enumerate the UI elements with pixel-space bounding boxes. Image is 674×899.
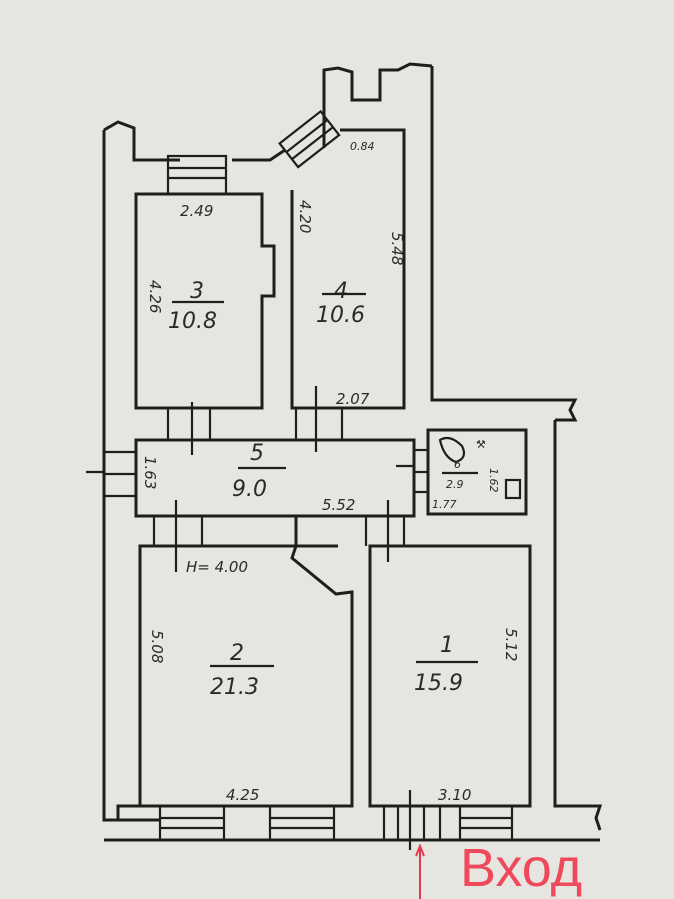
room-5-number: 5 [250,441,264,466]
room-1-width: 3.10 [438,786,471,804]
toilet-icon [438,436,466,464]
window-room-1 [458,804,514,842]
room-1-length: 5.12 [502,628,520,661]
room-4-area: 10.6 [316,303,365,328]
room-1-number: 1 [440,633,454,658]
room-3: 2.49 4.26 3 10.8 [134,192,276,410]
room-6-width: 1.77 [432,498,457,511]
room-2-number: 2 [230,641,244,666]
room-3-area: 10.8 [168,309,217,334]
room-6-length: 1.62 [487,468,500,493]
window-room-4 [278,109,341,169]
room-4-number: 4 [334,279,348,304]
room-2: H= 4.00 5.08 2 21.3 4.25 [138,544,354,808]
ceiling-height: H= 4.00 [186,558,248,576]
room-4-width: 2.07 [336,390,370,408]
room-4: 0.84 4.20 5.48 4 10.6 2.07 [290,128,406,410]
tap-icon: ⚒ [476,438,486,451]
sink-icon [504,478,522,500]
room-4-length-left: 4.20 [296,200,314,233]
room-5-area: 9.0 [232,477,267,502]
room-1: 1 15.9 5.12 3.10 [368,544,532,808]
room-5: 1.63 5 9.0 5.52 [86,438,416,518]
window-room-2-left [158,804,226,842]
entrance-label: Вход [460,838,582,898]
room-1-area: 15.9 [414,671,463,696]
room-4-length-right: 5.48 [388,232,406,265]
room-5-length: 1.63 [141,456,159,489]
room-2-area: 21.3 [210,675,259,700]
room-3-number: 3 [190,279,204,304]
bottom-facade [104,790,600,850]
room-2-length: 5.08 [148,630,166,663]
window-room-3 [166,154,228,196]
room-4-corner: 0.84 [350,140,375,153]
room-6-area: 2.9 [446,478,464,491]
window-room-2-right [268,804,336,842]
room-5-width: 5.52 [322,496,355,514]
entrance-marker: Вход [415,838,582,899]
room-6: ⚒ 6 2.9 1.62 1.77 [414,428,528,516]
room-3-width: 2.49 [180,202,213,220]
room-6-number: 6 [454,458,461,471]
room-3-length: 4.26 [146,280,164,313]
room-2-width: 4.25 [226,786,259,804]
outer-walls [102,62,603,831]
